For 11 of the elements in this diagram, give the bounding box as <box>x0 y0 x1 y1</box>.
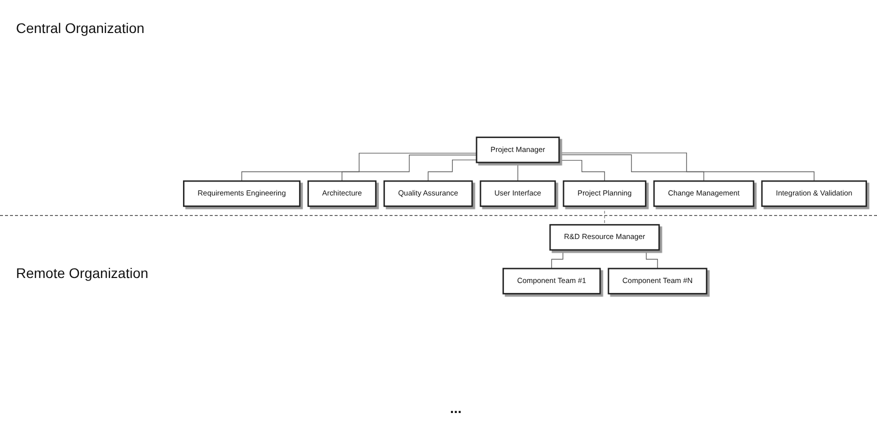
connector <box>517 162 518 182</box>
connector <box>241 152 477 182</box>
section-label: Remote Organization <box>16 265 148 281</box>
connector <box>558 154 704 182</box>
connector <box>604 206 605 226</box>
ellipsis-text: ... <box>450 400 462 416</box>
connector <box>428 160 477 182</box>
connector <box>558 160 605 182</box>
connector <box>342 154 477 182</box>
connector <box>558 152 814 182</box>
section-label: Central Organization <box>16 20 144 36</box>
